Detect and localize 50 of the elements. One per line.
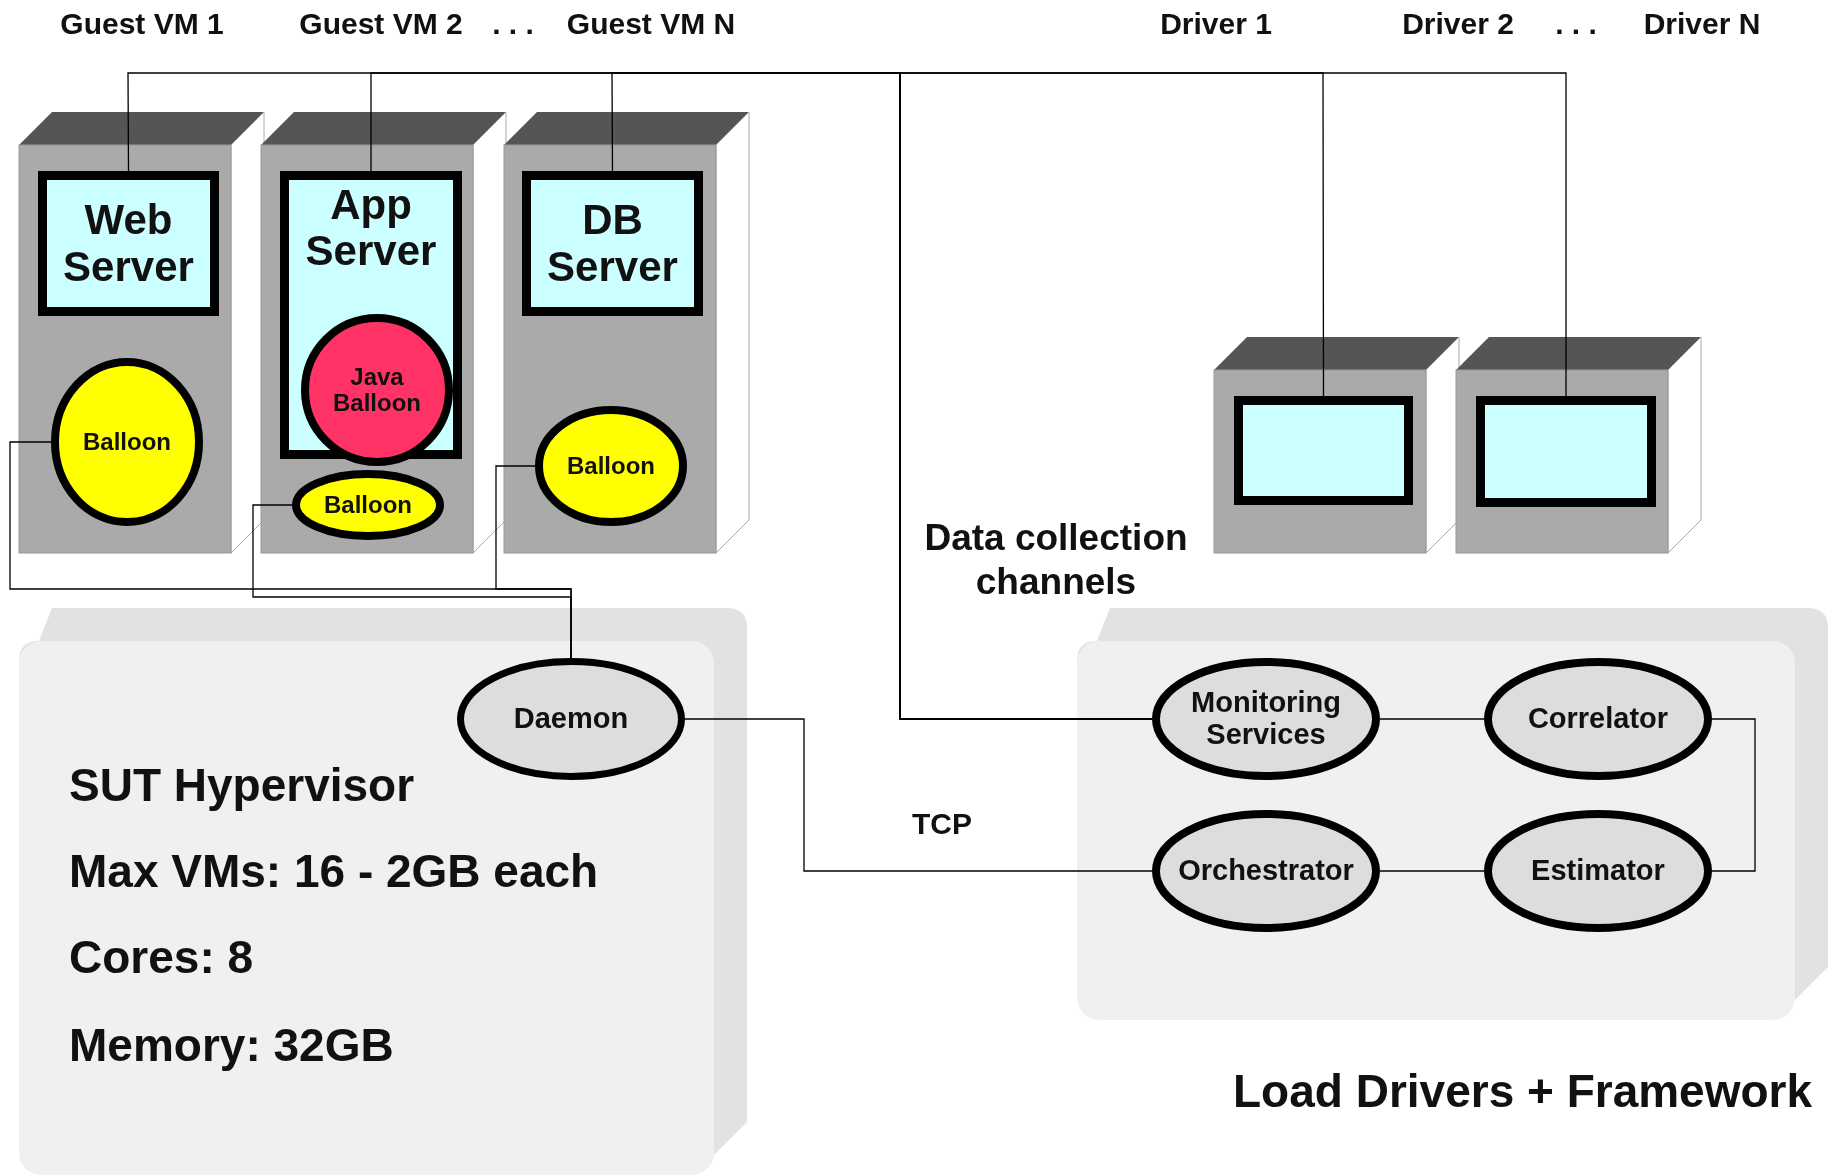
heading-label: Guest VM 2 [299,6,463,42]
ellipse-node [1484,658,1712,780]
ellipse-node [51,358,203,526]
ellipse-node [1152,658,1380,780]
heading-label: Guest VM 1 [60,6,224,42]
heading-label: Driver 2 [1402,6,1514,42]
heading-label: . . . [1555,6,1597,42]
server-cabinet [261,112,506,553]
server-cabinet [504,112,749,553]
heading-label: . . . [492,6,534,42]
node-label: Monitoring Services [1190,687,1342,751]
screen-box [1476,396,1656,507]
node-label: Balloon [82,428,172,456]
connector-line [1379,870,1485,872]
connector-line [1379,718,1485,720]
server-cabinet [1214,337,1459,553]
server-cabinet [19,112,264,553]
connector-line [684,718,1153,872]
screen-box [38,171,219,316]
screen-box [522,171,703,316]
heading-label: Driver 1 [1160,6,1272,42]
note-label: Data collection channels [923,516,1189,605]
panel-text: SUT Hypervisor [69,760,415,811]
panel-text: Memory: 32GB [69,1020,394,1071]
node-label: Estimator [1530,855,1666,887]
node-label: DB Server [546,197,679,290]
platform-panel [19,608,747,1175]
node-label: Balloon [323,491,413,519]
panel-text: Cores: 8 [69,932,254,983]
ellipse-node [535,406,687,526]
node-label: Correlator [1526,703,1670,735]
node-label: Java Balloon [332,363,422,417]
heading-label: Guest VM N [566,6,736,42]
panel-text: Load Drivers + Framework [1233,1066,1813,1117]
ellipse-node [1484,810,1712,932]
node-label: Web Server [62,197,195,290]
heading-label: Driver N [1643,6,1761,42]
screen-box [1234,396,1413,505]
node-label: Balloon [566,452,656,480]
ellipse-node [301,314,453,466]
node-label: Daemon [512,703,630,735]
connector-line [1711,718,1756,872]
ellipse-node [457,658,685,780]
ellipse-node [1152,810,1380,932]
connector-line [899,72,1567,720]
server-cabinet [1456,337,1701,553]
node-label: App Server [304,182,438,275]
node-label: Orchestrator [1177,855,1355,887]
connector-line [495,465,572,659]
panel-text: Max VMs: 16 - 2GB each [69,846,599,897]
